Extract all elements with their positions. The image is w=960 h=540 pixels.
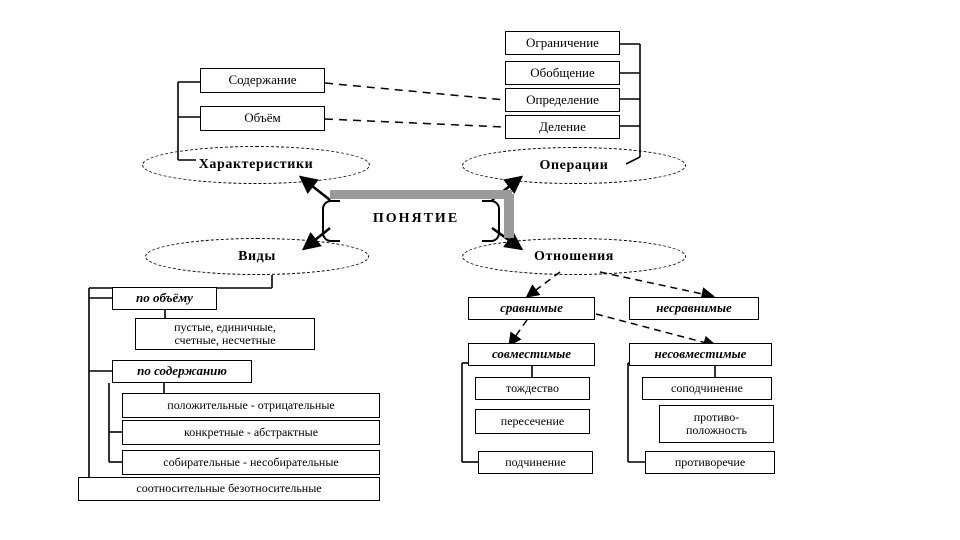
box-nesravnimye: несравнимые (629, 297, 759, 320)
box-po-soderzhaniyu: по содержанию (112, 360, 252, 383)
concept-brace-left-icon (322, 200, 340, 242)
center-concept: ПОНЯТИЕ (318, 190, 514, 242)
items-line-1: пустые, единичные, (174, 319, 276, 334)
node-label: Операции (539, 157, 609, 173)
items-line-2: счетные, несчетные (174, 333, 276, 347)
box-label: Объём (244, 110, 281, 126)
box-ogranichenie: Ограничение (505, 31, 620, 55)
node-label: Характеристики (198, 157, 314, 172)
box-label: несовместимые (654, 346, 747, 362)
box-tozhdestvo: тождество (475, 377, 590, 400)
node-vidy: Виды (145, 238, 369, 275)
box-label: Ограничение (526, 34, 599, 50)
box-label: Деление (539, 118, 586, 134)
box-podchinenie: подчинение (478, 451, 593, 474)
box-label: Содержание (228, 72, 297, 88)
box-label: соотносительные безотносительные (136, 481, 322, 496)
box-konkretnye: конкретные - абстрактные (122, 420, 380, 445)
node-label: Виды (238, 248, 276, 264)
box-label: подчинение (505, 454, 566, 469)
box-delenie: Деление (505, 115, 620, 139)
box-sopodchinenie: соподчинение (642, 377, 772, 400)
box-label: по объёму (136, 290, 193, 306)
box-label: противоречие (674, 454, 746, 469)
box-opredelenie: Определение (505, 88, 620, 112)
node-otnosheniya: Отношения (462, 238, 686, 275)
box-label-line-2: положность (685, 423, 747, 437)
concept-label: ПОНЯТИЕ (372, 211, 460, 226)
box-label: по содержанию (137, 363, 227, 379)
box-label: тождество (506, 380, 559, 395)
box-label: несравнимые (656, 300, 732, 316)
box-sobiratelnye: собирательные - несобирательные (122, 450, 380, 475)
box-label: конкретные - абстрактные (183, 424, 319, 439)
concept-shadow-top (330, 190, 512, 199)
box-label: собирательные - несобирательные (163, 454, 339, 469)
box-label: Определение (526, 91, 599, 107)
box-polozhitelnye: положительные - отрицательные (122, 393, 380, 418)
box-po-obyomu-items: пустые, единичные, счетные, несчетные (135, 318, 315, 350)
node-harakteristiki: Характеристики (142, 146, 370, 184)
box-sravnimye: сравнимые (468, 297, 595, 320)
box-obobshchenie: Обобщение (505, 61, 620, 85)
box-po-obyomu: по объёму (112, 287, 217, 310)
box-label: сравнимые (500, 300, 563, 316)
box-label: Обобщение (530, 64, 595, 80)
box-label: положительные - отрицательные (167, 397, 335, 412)
node-label: Отношения (534, 248, 614, 264)
box-sovmestimye: совместимые (468, 343, 595, 366)
box-nesovmestimye: несовместимые (629, 343, 772, 366)
node-operacii: Операции (462, 147, 686, 184)
box-protivopolozhnost: противо- положность (659, 405, 774, 443)
concept-shadow-right (504, 194, 514, 238)
concept-brace-right-icon (482, 200, 500, 242)
box-label-line-1: противо- (693, 409, 740, 424)
box-label: пересечение (500, 413, 565, 428)
box-label: совместимые (491, 346, 572, 362)
box-label: соподчинение (671, 380, 743, 395)
box-soderzhanie: Содержание (200, 68, 325, 93)
box-peresechenie: пересечение (475, 409, 590, 434)
box-protivorechie: противоречие (645, 451, 775, 474)
box-obyom: Объём (200, 106, 325, 131)
box-sootnositelnye: соотносительные безотносительные (78, 477, 380, 501)
